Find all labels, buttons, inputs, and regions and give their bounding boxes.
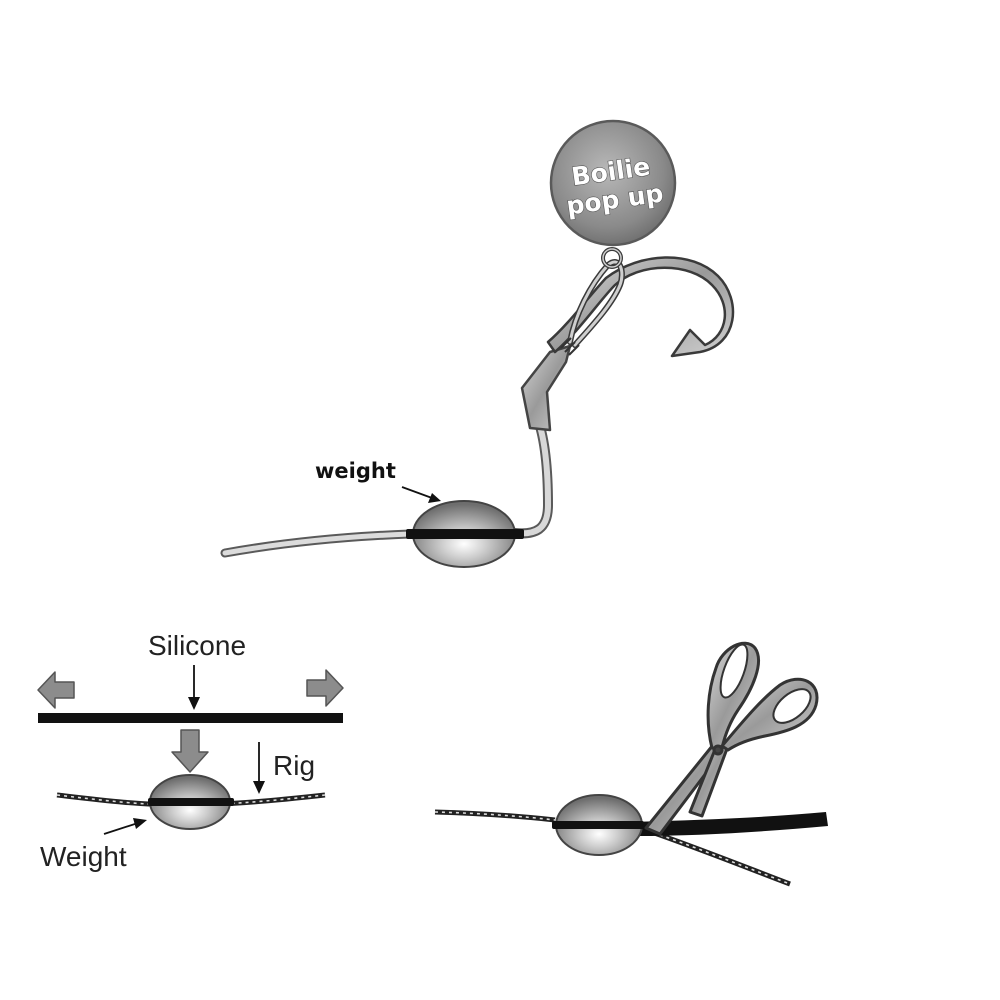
braid-line-left (434, 809, 556, 823)
hook (546, 256, 735, 358)
boilie-label-line2: pop up (565, 178, 665, 220)
weight-bottom-arrow (103, 818, 147, 835)
push-down-arrow (171, 729, 209, 773)
weight-top-arrow (401, 486, 441, 503)
rig-label: Rig (273, 750, 315, 781)
silicone-arrow (188, 665, 200, 710)
boilie-pop-up: Boilie pop up (549, 119, 677, 247)
stretch-arrow-left (37, 671, 75, 709)
whipping (560, 337, 580, 356)
line-aligner (520, 344, 572, 432)
braid-line-right (639, 825, 791, 887)
scissors-icon (644, 641, 819, 836)
weight-top (406, 500, 524, 568)
bottom-right-illustration (434, 641, 828, 887)
weight-bottom-label: Weight (40, 841, 127, 872)
stretch-arrow-right (306, 669, 344, 707)
silicone-tube-right (630, 812, 828, 836)
bottom-left-illustration: Silicone Rig Weight (37, 630, 344, 872)
weight-bottom-left (148, 774, 234, 830)
weight-bottom-right (552, 794, 644, 856)
silicone-tube (38, 713, 343, 723)
rig-arrow (253, 742, 265, 794)
top-rig-illustration: Boilie pop up weight (220, 119, 735, 568)
silicone-label: Silicone (148, 630, 246, 661)
weight-top-label: weight (315, 459, 396, 483)
